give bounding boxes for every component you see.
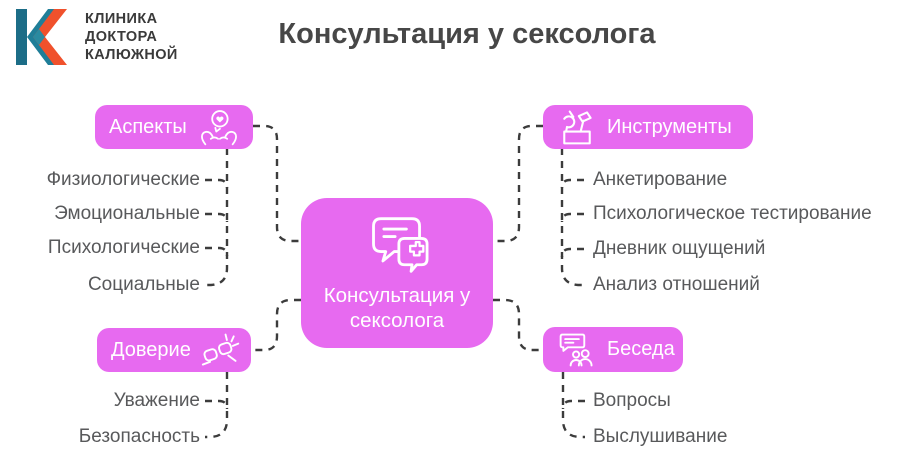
- leaf-fiziologicheskie: Физиологические: [46, 169, 200, 190]
- clinic-logo: КЛИНИКА ДОКТОРА КАЛЮЖНОЙ: [14, 8, 178, 66]
- branch-node-aspekty: Аспекты: [95, 105, 253, 149]
- leaf-uvazhenie: Уважение: [113, 390, 200, 411]
- leaf-emocionalnye: Эмоциональные: [54, 203, 200, 224]
- fist-bump-icon: [201, 330, 241, 370]
- clinic-logo-text: КЛИНИКА ДОКТОРА КАЛЮЖНОЙ: [85, 10, 178, 64]
- connector-center-aspekty: [253, 124, 301, 243]
- leaf-socialnye: Социальные: [87, 274, 200, 295]
- chat-medical-icon: [360, 214, 434, 276]
- branch-label: Инструменты: [607, 115, 732, 138]
- hands-heart-bubble-icon: [199, 108, 239, 146]
- center-node: Консультация у сексолога: [301, 198, 493, 348]
- leaf-bezopasnost: Безопасность: [78, 426, 200, 447]
- connector-instrumenty-child: [560, 212, 584, 223]
- page-title: Консультация у сексолога: [278, 18, 656, 50]
- connector-beseda-child: [561, 399, 585, 410]
- leaf-voprosy: Вопросы: [593, 390, 671, 411]
- leaf-vyslushivanie: Выслушивание: [593, 426, 728, 447]
- connector-aspekty-trunk: [205, 148, 229, 287]
- clinic-kk-logo-icon: [16, 9, 67, 65]
- connector-instrumenty-child: [560, 178, 584, 189]
- leaf-psihologicheskie: Психологические: [47, 237, 200, 258]
- branch-label: Беседа: [607, 338, 675, 360]
- connector-aspekty-child: [205, 212, 229, 223]
- branch-node-instrumenty: Инструменты: [543, 105, 753, 149]
- branch-node-beseda: Беседа: [543, 327, 683, 372]
- connector-center-beseda: [493, 298, 543, 352]
- leaf-analiz-otnoshenij: Анализ отношений: [593, 274, 760, 295]
- connector-aspekty-child: [205, 246, 229, 257]
- connector-instrumenty-trunk: [560, 148, 584, 287]
- connector-center-doverie: [251, 298, 301, 352]
- logo-line: ДОКТОРА: [85, 29, 158, 45]
- leaf-anketirovanie: Анкетирование: [593, 169, 728, 190]
- branch-label: Доверие: [111, 338, 191, 361]
- logo-line: КАЛЮЖНОЙ: [85, 47, 178, 63]
- connector-aspekty-child: [205, 178, 229, 189]
- connector-beseda-trunk: [561, 372, 585, 439]
- logo-line: КЛИНИКА: [85, 11, 158, 27]
- tools-icon: [557, 108, 597, 146]
- connector-doverie-child: [205, 399, 229, 410]
- branch-label: Аспекты: [109, 115, 187, 138]
- connector-doverie-trunk: [205, 372, 229, 439]
- conversation-icon: [557, 330, 597, 370]
- leaf-dnevnik-oshchushchenij: Дневник ощущений: [593, 238, 766, 259]
- connector-center-instrumenty: [493, 124, 543, 243]
- connector-instrumenty-child: [560, 247, 584, 258]
- branch-node-doverie: Доверие: [97, 328, 251, 372]
- leaf-psih-testirovanie: Психологическое тестирование: [593, 203, 872, 224]
- center-node-label: Консультация у сексолога: [323, 283, 471, 332]
